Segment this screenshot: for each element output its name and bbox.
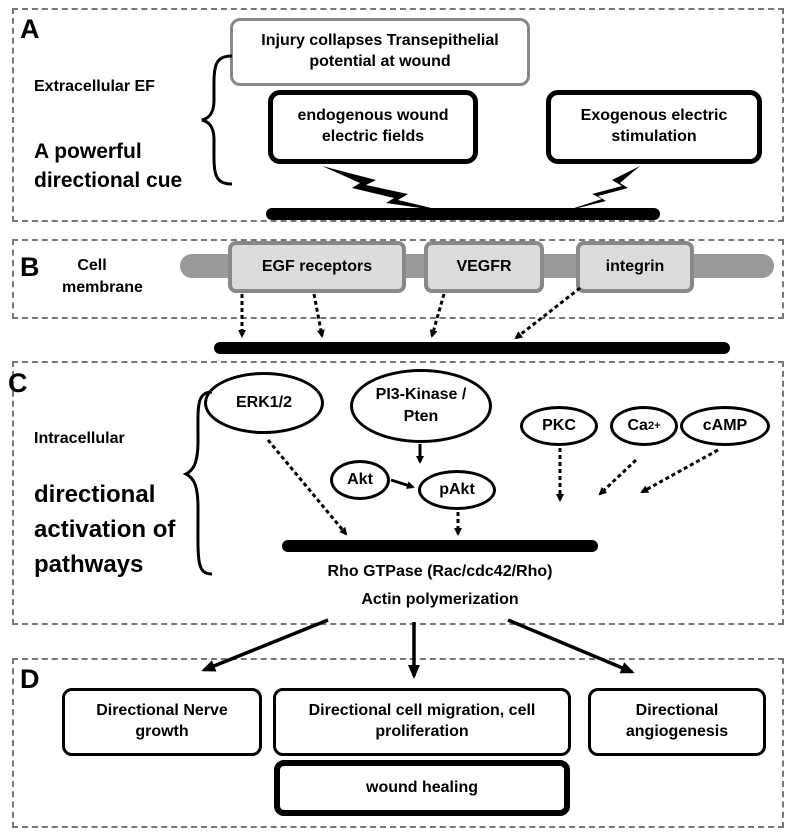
erk-node: ERK1/2 [204,372,324,434]
directional-cue-label: A powerful directional cue [34,140,183,193]
panel-b-bar [214,342,730,354]
panel-c-bar [282,540,598,552]
pakt-node: pAkt [418,470,496,510]
vegfr-receptor: VEGFR [424,241,544,293]
wound-healing-box: wound healing [274,760,570,816]
calcium-charge: 2+ [647,419,661,432]
rho-gtpase-label: Rho GTPase (Rac/cdc42/Rho) [327,563,553,580]
directional-activation-label: directional activation of pathways [34,481,176,578]
actin-polymerization-label: Actin polymerization [361,591,519,608]
extracellular-ef-label: Extracellular EF [34,78,155,95]
panel-c-letter: C [8,368,28,398]
akt-node: Akt [330,460,390,500]
exogenous-stimulation-box: Exogenous electric stimulation [546,90,762,164]
cell-membrane-label: Cell membrane [62,257,143,297]
panel-b-letter: B [20,252,40,282]
panel-b [12,239,784,319]
panel-d [12,658,784,828]
calcium-label: Ca [627,417,648,435]
pi3k-node: PI3-Kinase / Pten [350,369,492,443]
endogenous-field-box: endogenous wound electric fields [268,90,478,164]
intracellular-label: Intracellular [34,430,125,447]
panel-a [12,8,784,222]
injury-box: Injury collapses Transepithelial potenti… [230,18,530,86]
pkc-node: PKC [520,406,598,446]
panel-c [12,361,784,625]
camp-node: cAMP [680,406,770,446]
panel-d-letter: D [20,664,40,694]
angiogenesis-box: Directional angiogenesis [588,688,766,756]
egf-receptor: EGF receptors [228,241,406,293]
panel-a-bar [266,208,660,220]
panel-a-letter: A [20,14,40,44]
nerve-growth-box: Directional Nerve growth [62,688,262,756]
integrin-receptor: integrin [576,241,694,293]
cell-migration-box: Directional cell migration, cell prolife… [273,688,571,756]
